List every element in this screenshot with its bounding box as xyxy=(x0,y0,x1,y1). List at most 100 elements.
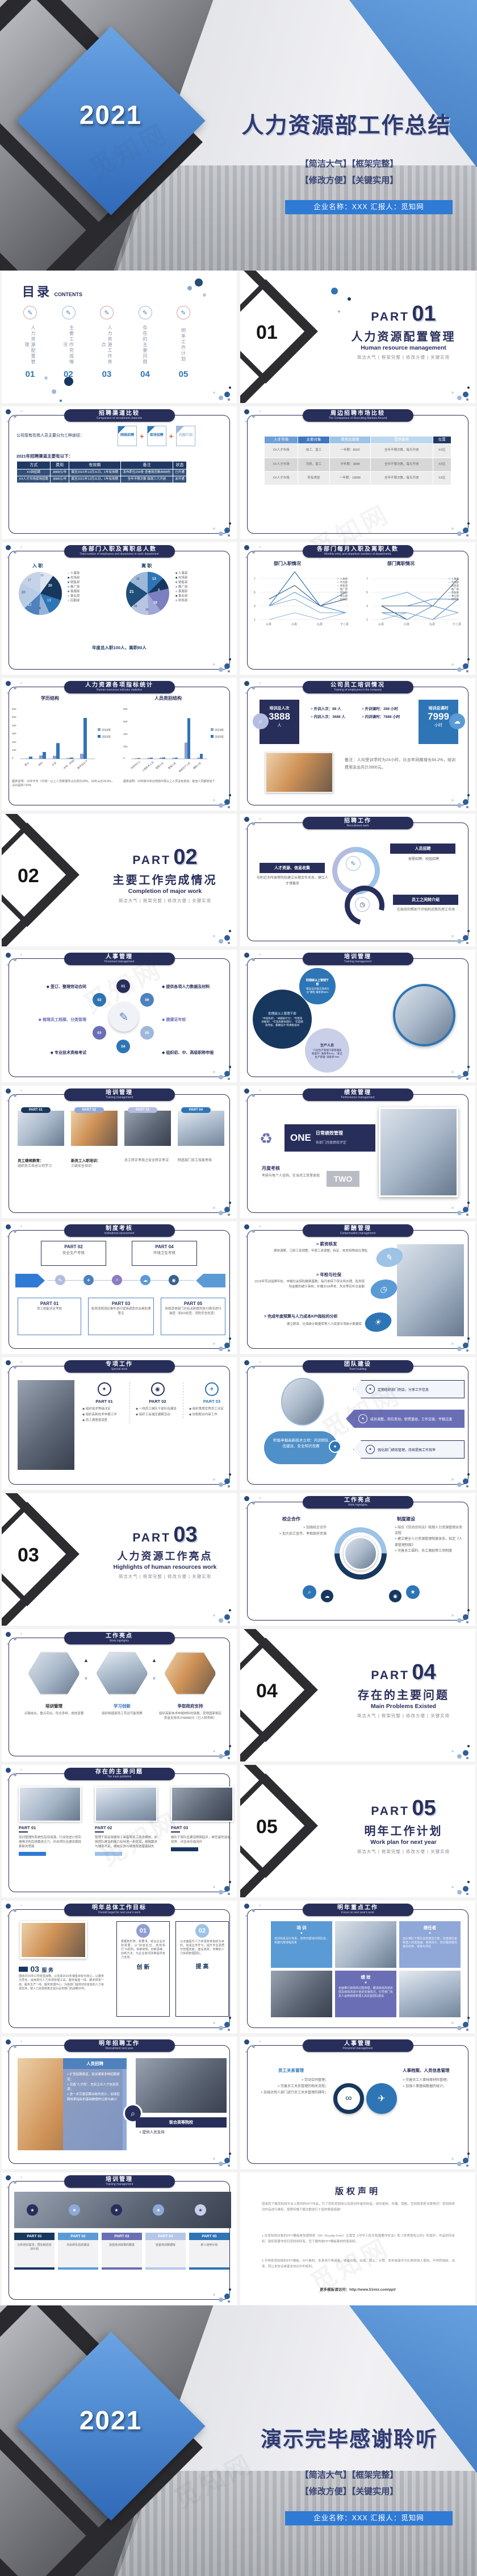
badge-cn: 各部门每月入职及离职人数 xyxy=(317,546,399,552)
slide-part-03[interactable]: 03 PART 03 人力资源工作亮点 Highlights of human … xyxy=(2,1493,237,1626)
copyright-link[interactable]: 更多模板请访问：http://www.51miz.com/ppt/ xyxy=(320,2288,396,2292)
cell: 人才市场 xyxy=(264,435,298,444)
badge-en: Total number of employees and departures… xyxy=(80,552,159,556)
t5-desc: 分析培训需求，预先制定培训计划 xyxy=(14,2240,55,2267)
plus-icon: + xyxy=(169,431,174,441)
cover-tags: 【简洁大气】【框架完整】【修改方便】【关键实用】 xyxy=(261,156,437,189)
slide-part-04[interactable]: 04 PART 04 存在的主要问题 Main Problems Existed… xyxy=(240,1629,475,1761)
cell: 3888元/年 xyxy=(50,476,69,484)
org-icon: ★ xyxy=(195,2204,206,2216)
comp-desc: 2018年劳动监察年检、申报社会保险缴费基数；每月参保下保业务办理、各类保险金额… xyxy=(254,1280,365,1289)
sw-col: ◉ PART 02 ◆ 一线员工梯队干部队伍建设◆ 组织工会减压缓解活动 xyxy=(136,1382,183,1418)
laptop-photo xyxy=(20,1921,87,1959)
eye-icon: ◉ xyxy=(389,1590,401,1602)
slide-copyright[interactable]: 版权声明 感谢您下载觅知网平台上提供的PPT作品，为了您和觅知网以及原创作者的利… xyxy=(240,2172,475,2305)
arrow-banner: ✦强化部门绩效管理，持续提高工作效率 xyxy=(353,1440,465,1459)
section-title-cn: 人力资源配置管理 xyxy=(351,331,456,343)
dot-decoration xyxy=(244,1088,249,1094)
badge-cn: 招聘工作 xyxy=(344,818,371,824)
toc-item-label: 人力资源配置管理 xyxy=(24,325,36,365)
kw-cell: 绩 效▼全面推行绩效的过程管理，跟进绩效改进反馈及绩效改进计划的实施情况，引导部… xyxy=(335,1971,396,2017)
gear-desc: “职业化升级与商务礼仪”课程 满意率93% xyxy=(306,987,329,994)
figure-board-icon: ✎ xyxy=(177,306,190,319)
pie-title: 离 职 xyxy=(141,563,152,568)
slide-part-01[interactable]: 01 PART 01 人力资源配置管理 Human resource manag… xyxy=(240,271,475,403)
section-title-en: Human resource management xyxy=(361,344,446,351)
legend-item: 市场部 xyxy=(178,576,188,580)
triangle-decoration: ▼ xyxy=(152,1676,157,1681)
number-bubble: 02 xyxy=(93,993,106,1007)
hc-title: 校企合作 xyxy=(282,1516,300,1522)
section-text: PART 03 人力资源工作亮点 Highlights of human res… xyxy=(98,1523,232,1580)
megaphone-icon: ✈ xyxy=(205,1382,219,1396)
t5-desc: 内训师队伍的建设 xyxy=(58,2240,98,2267)
dot-decoration xyxy=(463,1886,468,1892)
pm-item: 专业技术资格考试 xyxy=(55,1051,86,1055)
section-text: PART 02 主要工作完成情况 Completion of major wor… xyxy=(101,845,229,904)
badge-en: Special work xyxy=(111,1368,128,1371)
section-big-number: 05 xyxy=(256,1816,278,1838)
org-icon: ★ xyxy=(153,2204,164,2216)
number-bubble: 06 xyxy=(140,993,154,1007)
closing-slide: 2021 演示完毕感谢聆听 【简洁大气】【框架完整】【修改方便】【关键实用】 企… xyxy=(0,2305,477,2576)
sw-part: PART 02 xyxy=(149,1399,166,1404)
photo: PART 03 xyxy=(124,1107,171,1146)
toc-item-label: 明年工作计划 xyxy=(181,328,186,362)
closing-title: 演示完毕感谢聆听 xyxy=(261,2428,438,2451)
t5-desc: 新人培养计划 xyxy=(189,2240,229,2267)
speaker-icon: ✦ xyxy=(97,1382,111,1396)
caption: 新员工入职培训：三级安全培训 xyxy=(71,1157,118,1168)
cover-footer-bar: 企业名称：XXX 汇报人：觅知网 xyxy=(285,200,453,214)
legend-item: 销售部 xyxy=(340,584,348,587)
cell: XX区 xyxy=(432,443,451,458)
section-tags: 简洁大气 | 框架完整 | 修改方便 | 关键实用 xyxy=(357,355,450,360)
slide-part-02[interactable]: 02 PART 02 主要工作完成情况 Completion of major … xyxy=(2,814,237,946)
stat-box-total-hours: ☁ 培训总课时 7999 小时 xyxy=(419,700,465,744)
hx-desc: 点面结合，重点突出，形式多样，成效显著 xyxy=(24,1712,84,1715)
part-desc: 协助其他部门对有关制度的执行情况进行抽查（如6S检查、消防安全检查） xyxy=(165,1307,221,1315)
slide-part-05[interactable]: 05 PART 05 明年工作计划 Work plan for next yea… xyxy=(240,1765,475,1897)
part-label: PART xyxy=(132,1531,171,1544)
svg-text:辅助人员: 辅助人员 xyxy=(192,761,202,770)
copyright-title: 版权声明 xyxy=(334,2187,380,2196)
stat-line: 外训课时：288 小时 xyxy=(365,707,398,711)
t5-part: PART 01 xyxy=(14,2233,55,2240)
line-chart-title: 部门离职情况 xyxy=(387,561,415,566)
cell: 半年期：3888 xyxy=(329,457,371,472)
dot-decoration xyxy=(463,1614,468,1620)
dot-decoration xyxy=(224,799,230,805)
